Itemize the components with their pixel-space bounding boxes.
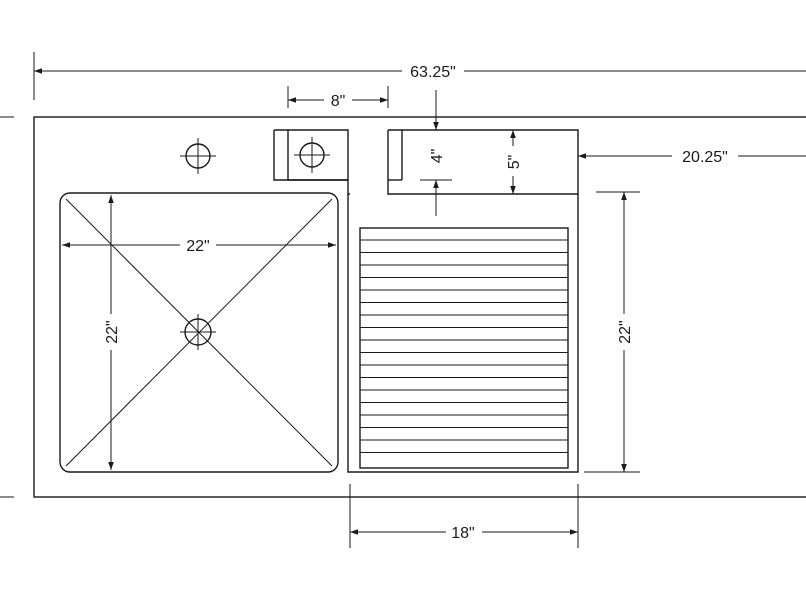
dim-sink-depth: 22" bbox=[104, 320, 121, 343]
faucet-hole-right bbox=[294, 137, 330, 173]
dim-ledge-height: 4" bbox=[429, 149, 446, 164]
dim-drainboard-offset: 20.25" bbox=[682, 149, 728, 166]
faucet-hole-left bbox=[180, 138, 216, 174]
dim-drainboard-depth: 22" bbox=[617, 320, 634, 343]
drainboard-outline bbox=[347, 194, 579, 473]
dim-ledge-depth: 5" bbox=[506, 155, 523, 170]
ledge-block bbox=[387, 129, 579, 195]
drainboard-inner bbox=[359, 227, 569, 469]
dim-backsplash-offset: 8" bbox=[331, 93, 346, 110]
sink-bowl bbox=[59, 192, 339, 473]
dim-overall-width: 63.25" bbox=[410, 64, 456, 81]
countertop-outline bbox=[33, 116, 806, 498]
dim-drainboard-width: 18" bbox=[451, 525, 474, 542]
drain-icon bbox=[180, 314, 216, 350]
drainboard-ribs bbox=[360, 239, 568, 453]
dim-sink-width: 22" bbox=[186, 238, 209, 255]
